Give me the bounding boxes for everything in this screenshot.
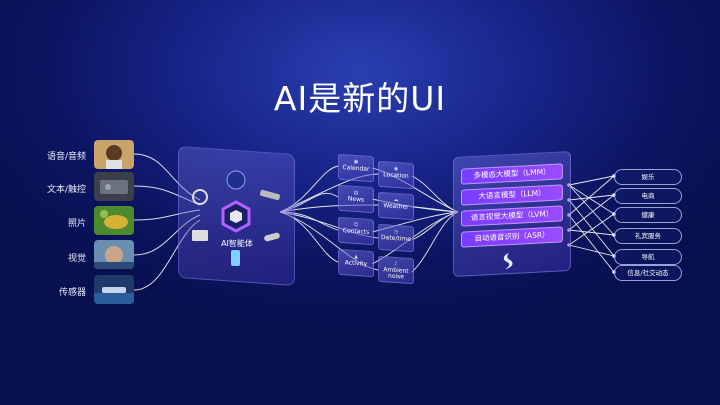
audio-thumbnail [94, 140, 134, 169]
card-datetime: ◷Date/time [378, 223, 414, 253]
input-label-vision: 视觉 [67, 254, 86, 264]
snapdragon-logo [503, 253, 513, 269]
input-label-photo: 照片 [67, 219, 86, 229]
card-activity: ▲Activity [338, 248, 374, 278]
car-icon [264, 232, 280, 242]
input-link [133, 153, 201, 201]
watch-icon [226, 170, 246, 190]
card-location: ◉Location [378, 160, 414, 190]
ai-agent-icons [192, 170, 280, 266]
output-navigation: 导航 [614, 249, 682, 265]
card-contacts: ☺Contacts [338, 216, 374, 246]
output-social: 信息/社交动态 [614, 265, 682, 281]
input-link [133, 214, 201, 256]
text-thumbnail [94, 172, 134, 201]
page-title: AI是新的UI [273, 79, 447, 118]
output-health: 健康 [614, 207, 682, 223]
input-label-sensor: 传感器 [58, 288, 86, 298]
photo-thumbnail [94, 206, 134, 235]
card-calendar: ▣Calendar [338, 153, 374, 183]
card-ambient-noise: ♪Ambient noise [378, 255, 414, 285]
glasses-icon [260, 189, 280, 201]
headphones-icon [192, 189, 208, 205]
input-link [133, 185, 201, 206]
output-concierge: 礼宾服务 [614, 228, 682, 244]
output-entertainment: 娱乐 [614, 169, 682, 185]
card-news: ▤News [338, 184, 374, 214]
ai-agent-label: AI智能体 [221, 239, 253, 248]
output-ecommerce: 电商 [614, 188, 682, 204]
input-link [133, 209, 201, 221]
card-weather: ☁Weather [378, 191, 414, 221]
input-link [133, 219, 201, 291]
input-label-text: 文本/触控 [46, 185, 86, 195]
laptop-icon [192, 230, 208, 241]
sensor-thumbnail [94, 275, 134, 304]
phone-icon [231, 250, 240, 266]
input-label-audio: 语音/音频 [46, 152, 86, 162]
vision-thumbnail [94, 240, 134, 269]
